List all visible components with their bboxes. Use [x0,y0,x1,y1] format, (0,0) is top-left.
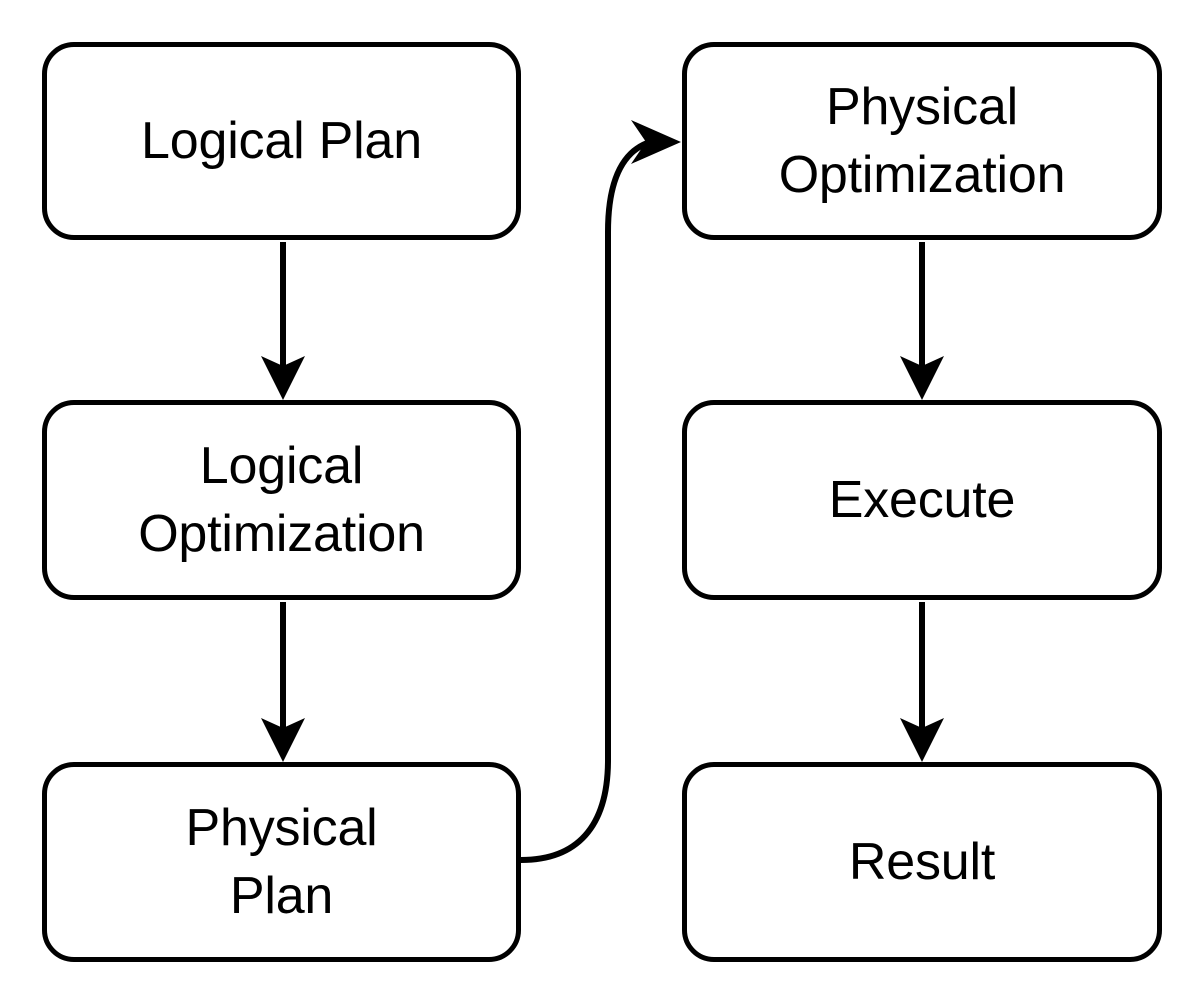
node-physical-optimization[interactable]: Physical Optimization [682,42,1162,240]
node-result[interactable]: Result [682,762,1162,962]
edge-logical-plan-to-logical-optimization [261,242,305,400]
node-execute[interactable]: Execute [682,400,1162,600]
node-physical-plan-label: Physical Plan [185,799,378,925]
edge-logical-optimization-to-physical-plan [261,602,305,762]
node-logical-optimization-label: Logical Optimization [138,437,425,563]
node-execute-label: Execute [828,471,1016,529]
node-logical-optimization[interactable]: Logical Optimization [42,400,521,600]
node-physical-optimization-label: Physical Optimization [778,78,1066,204]
node-result-label: Result [848,833,996,891]
edge-physical-optimization-to-execute [900,242,944,400]
node-logical-plan[interactable]: Logical Plan [42,42,521,240]
edge-physical-plan-to-physical-optimization [518,120,681,863]
node-physical-plan[interactable]: Physical Plan [42,762,521,962]
edge-execute-to-result [900,602,944,762]
node-logical-plan-label: Logical Plan [141,112,422,170]
